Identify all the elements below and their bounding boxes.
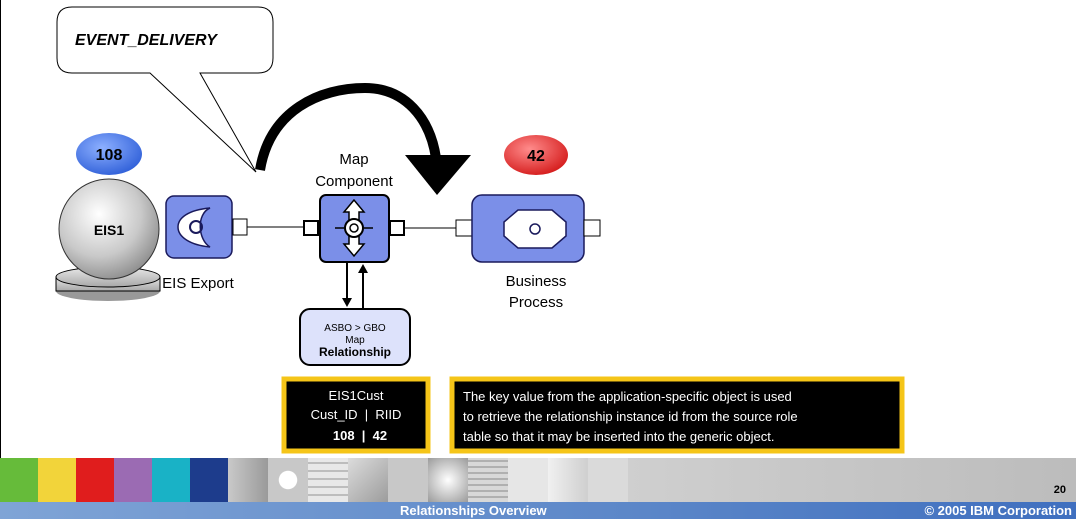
footer-copyright: © 2005 IBM Corporation	[924, 503, 1072, 518]
process-badge-42: 42	[504, 135, 568, 175]
table-row: 108 | 42	[333, 428, 387, 443]
footer-title-bar: Relationships Overview © 2005 IBM Corpor…	[0, 502, 1076, 519]
eis-export-label: EIS Export	[162, 275, 235, 292]
event-delivery-callout: EVENT_DELIVERY	[56, 6, 274, 173]
map-component: Map Component	[303, 151, 405, 263]
footer-color-strip	[0, 458, 1076, 502]
business-process-label-2: Process	[509, 294, 563, 311]
relationship-line2: Map	[345, 335, 365, 346]
table-title: EIS1Cust	[329, 388, 384, 403]
curved-arrow	[255, 82, 471, 195]
page-number: 20	[1053, 484, 1066, 496]
eis-export-component: EIS Export	[162, 195, 248, 292]
business-process-label-1: Business	[506, 273, 567, 290]
eis1-node: EIS1	[55, 178, 161, 301]
eis-badge-text: 108	[96, 147, 123, 164]
relationship-line3: Relationship	[319, 345, 391, 359]
relationship-box: ASBO > GBO Map Relationship	[299, 308, 411, 366]
business-process-component: Business Process	[455, 194, 601, 311]
map-relationship-arrows	[342, 262, 368, 309]
process-badge-text: 42	[527, 148, 545, 165]
relationship-line1: ASBO > GBO	[324, 323, 386, 334]
note-line-3: table so that it may be inserted into th…	[463, 429, 774, 444]
footer-title: Relationships Overview	[400, 503, 547, 518]
explanation-note: The key value from the application-speci…	[449, 376, 905, 454]
map-component-label-1: Map	[339, 151, 368, 168]
eis-badge-108: 108	[76, 133, 142, 175]
eis1-sphere	[58, 178, 160, 280]
table-header: Cust_ID | RIID	[311, 407, 402, 422]
map-component-label-2: Component	[315, 173, 393, 190]
eis1-label: EIS1	[94, 222, 125, 238]
note-line-1: The key value from the application-speci…	[463, 389, 792, 404]
relationship-table: EIS1Cust Cust_ID | RIID 108 | 42	[281, 376, 431, 454]
callout-text: EVENT_DELIVERY	[75, 32, 218, 49]
note-line-2: to retrieve the relationship instance id…	[463, 409, 798, 424]
